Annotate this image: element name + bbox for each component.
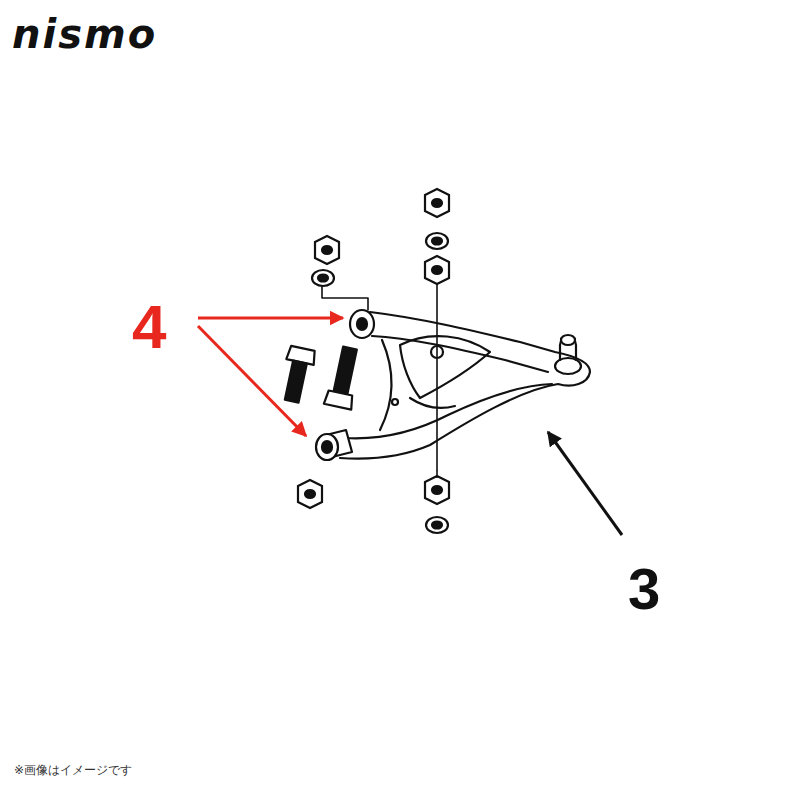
callout-number: 3 — [628, 560, 660, 618]
brand-logo: nismo — [12, 14, 157, 54]
image-note: ※画像はイメージです — [14, 764, 132, 776]
callout-number: 4 — [132, 296, 166, 358]
